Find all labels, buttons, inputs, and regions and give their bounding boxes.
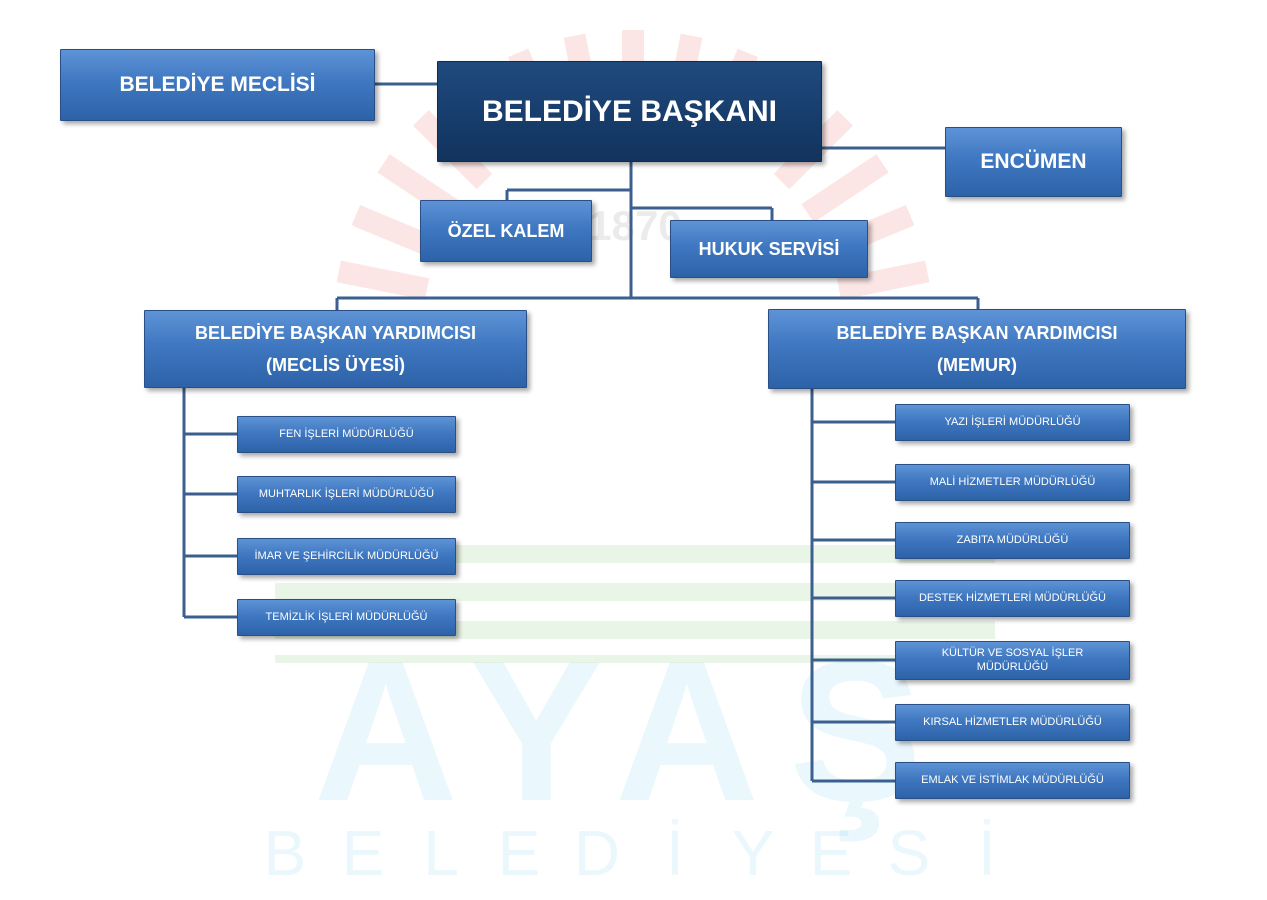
unit-box-muhtarlik-isleri: MUHTARLIK İŞLERİ MÜDÜRLÜĞÜ xyxy=(237,476,456,513)
watermark-letter: İ xyxy=(666,817,684,889)
unit-box-yazi-isleri: YAZI İŞLERİ MÜDÜRLÜĞÜ xyxy=(895,404,1130,441)
watermark-letter: E xyxy=(342,817,385,889)
unit-label: KIRSAL HİZMETLER MÜDÜRLÜĞÜ xyxy=(923,715,1102,728)
unit-label: EMLAK VE İSTİMLAK MÜDÜRLÜĞÜ xyxy=(921,773,1104,786)
hukuk-servisi-box: HUKUK SERVİSİ xyxy=(670,220,868,278)
watermark-letter: L xyxy=(423,817,459,889)
unit-box-temizlik-isleri: TEMİZLİK İŞLERİ MÜDÜRLÜĞÜ xyxy=(237,599,456,636)
unit-box-destek-hizmetleri: DESTEK HİZMETLERİ MÜDÜRLÜĞÜ xyxy=(895,580,1130,617)
unit-label: KÜLTÜR VE SOSYAL İŞLER MÜDÜRLÜĞÜ xyxy=(941,646,1084,673)
watermark-letter: E xyxy=(810,817,853,889)
unit-box-imar-sehircilik: İMAR VE ŞEHİRCİLİK MÜDÜRLÜĞÜ xyxy=(237,538,456,575)
watermark-letter: İ xyxy=(978,817,996,889)
baskan-yardimcisi-meclis-subtitle: (MECLİS ÜYESİ) xyxy=(265,355,405,375)
unit-box-kirsal-hizmetler: KIRSAL HİZMETLER MÜDÜRLÜĞÜ xyxy=(895,704,1130,741)
sunburst-ray xyxy=(801,154,889,223)
unit-box-fen-isleri: FEN İŞLERİ MÜDÜRLÜĞÜ xyxy=(237,416,456,453)
watermark-word: AYAŞ xyxy=(314,620,953,843)
watermark-year: 1870 xyxy=(588,202,681,249)
baskan-yardimcisi-memur-subtitle: (MEMUR) xyxy=(937,355,1017,375)
sunburst-ray xyxy=(336,260,430,300)
encumen-label: ENCÜMEN xyxy=(980,149,1087,173)
watermark-letter: B xyxy=(264,817,307,889)
baskan-yardimcisi-meclis-title: BELEDİYE BAŞKAN YARDIMCISI xyxy=(194,322,477,343)
unit-label: YAZI İŞLERİ MÜDÜRLÜĞÜ xyxy=(944,415,1081,428)
watermark-letter: D xyxy=(574,817,620,889)
belediye-baskani-label: BELEDİYE BAŞKANI xyxy=(481,94,778,128)
watermark-letter: E xyxy=(498,817,541,889)
unit-label: TEMİZLİK İŞLERİ MÜDÜRLÜĞÜ xyxy=(265,610,428,623)
belediye-meclisi-box: BELEDİYE MECLİSİ xyxy=(60,49,375,121)
unit-label: ZABITA MÜDÜRLÜĞÜ xyxy=(956,533,1069,546)
baskan-yardimcisi-memur-title: BELEDİYE BAŞKAN YARDIMCISI xyxy=(836,322,1118,343)
watermark-letter: Y xyxy=(732,817,775,889)
ozel-kalem-box: ÖZEL KALEM xyxy=(420,200,592,262)
watermark-letter: S xyxy=(888,817,931,889)
ozel-kalem-label: ÖZEL KALEM xyxy=(447,220,565,241)
unit-label: FEN İŞLERİ MÜDÜRLÜĞÜ xyxy=(279,427,414,440)
unit-label: MALİ HİZMETLER MÜDÜRLÜĞÜ xyxy=(929,475,1096,488)
baskan-yardimcisi-memur-box: BELEDİYE BAŞKAN YARDIMCISI (MEMUR) xyxy=(768,309,1186,389)
hukuk-servisi-label: HUKUK SERVİSİ xyxy=(698,238,840,259)
baskan-yardimcisi-meclis-box: BELEDİYE BAŞKAN YARDIMCISI (MECLİS ÜYESİ… xyxy=(144,310,527,388)
unit-box-zabita: ZABITA MÜDÜRLÜĞÜ xyxy=(895,522,1130,559)
sunburst-ray xyxy=(836,260,930,300)
unit-box-emlak-istimlak: EMLAK VE İSTİMLAK MÜDÜRLÜĞÜ xyxy=(895,762,1130,799)
unit-box-kultur-sosyal: KÜLTÜR VE SOSYAL İŞLER MÜDÜRLÜĞÜ xyxy=(895,641,1130,680)
unit-box-mali-hizmetler: MALİ HİZMETLER MÜDÜRLÜĞÜ xyxy=(895,464,1130,501)
belediye-baskani-box: BELEDİYE BAŞKANI xyxy=(437,61,822,162)
unit-label: İMAR VE ŞEHİRCİLİK MÜDÜRLÜĞÜ xyxy=(254,549,439,562)
belediye-meclisi-label: BELEDİYE MECLİSİ xyxy=(119,72,316,96)
unit-label: MUHTARLIK İŞLERİ MÜDÜRLÜĞÜ xyxy=(258,487,435,500)
encumen-box: ENCÜMEN xyxy=(945,127,1122,197)
unit-label: DESTEK HİZMETLERİ MÜDÜRLÜĞÜ xyxy=(918,591,1107,604)
